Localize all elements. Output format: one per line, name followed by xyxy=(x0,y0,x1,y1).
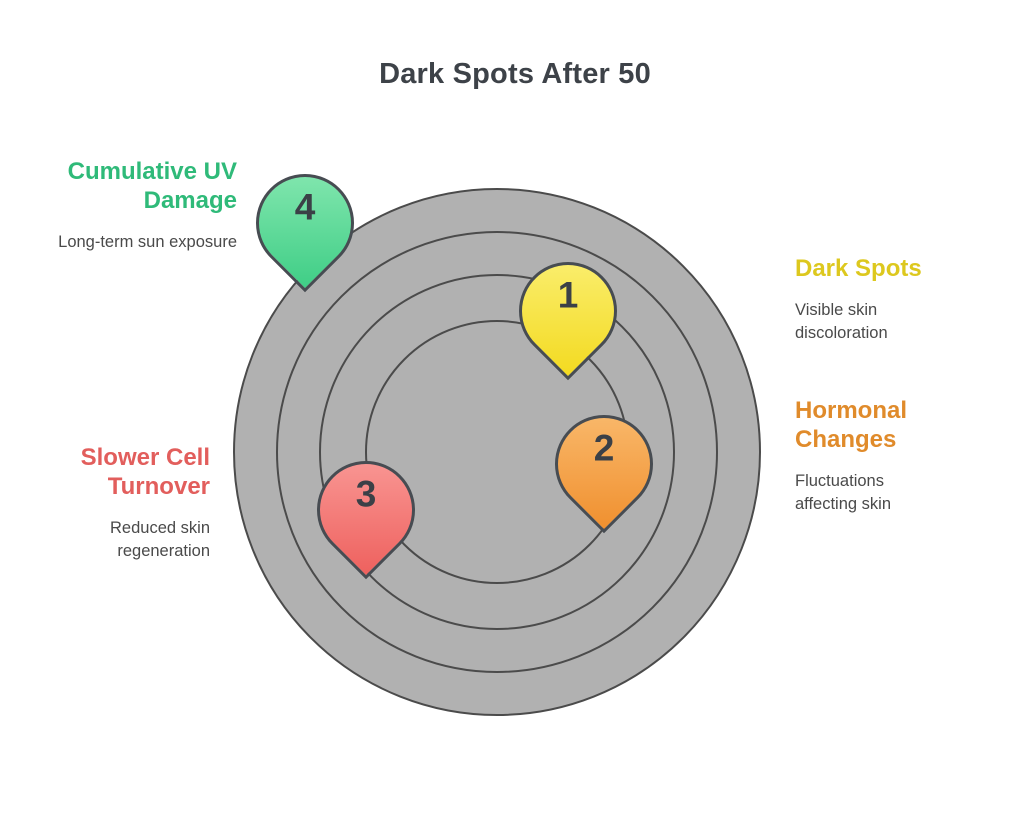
label-slower-cell-turnover: Slower Cell Turnover xyxy=(80,444,210,500)
label-hormonal-changes: Hormonal Changes xyxy=(795,397,908,453)
desc-dark-spots: Visible skin discoloration xyxy=(795,301,888,342)
label-group-hormonal-changes: Hormonal Changes Fluctuations affecting … xyxy=(795,396,940,516)
label-group-slower-cell-turnover: Slower Cell Turnover Reduced skin regene… xyxy=(50,443,210,563)
desc-slower-cell-turnover: Reduced skin regeneration xyxy=(110,519,210,560)
pin-3-number: 3 xyxy=(355,473,377,515)
pin-1-number: 1 xyxy=(557,274,579,316)
pin-4-number: 4 xyxy=(294,186,316,228)
label-group-cumulative-uv-damage: Cumulative UV Damage Long-term sun expos… xyxy=(47,157,237,254)
label-group-dark-spots: Dark Spots Visible skin discoloration xyxy=(795,254,945,345)
page-title: Dark Spots After 50 xyxy=(379,58,651,90)
desc-cumulative-uv-damage: Long-term sun exposure xyxy=(58,233,237,251)
pin-2-number: 2 xyxy=(593,427,615,469)
label-dark-spots: Dark Spots xyxy=(795,255,922,282)
desc-hormonal-changes: Fluctuations affecting skin xyxy=(795,472,892,513)
label-cumulative-uv-damage: Cumulative UV Damage xyxy=(67,158,237,214)
